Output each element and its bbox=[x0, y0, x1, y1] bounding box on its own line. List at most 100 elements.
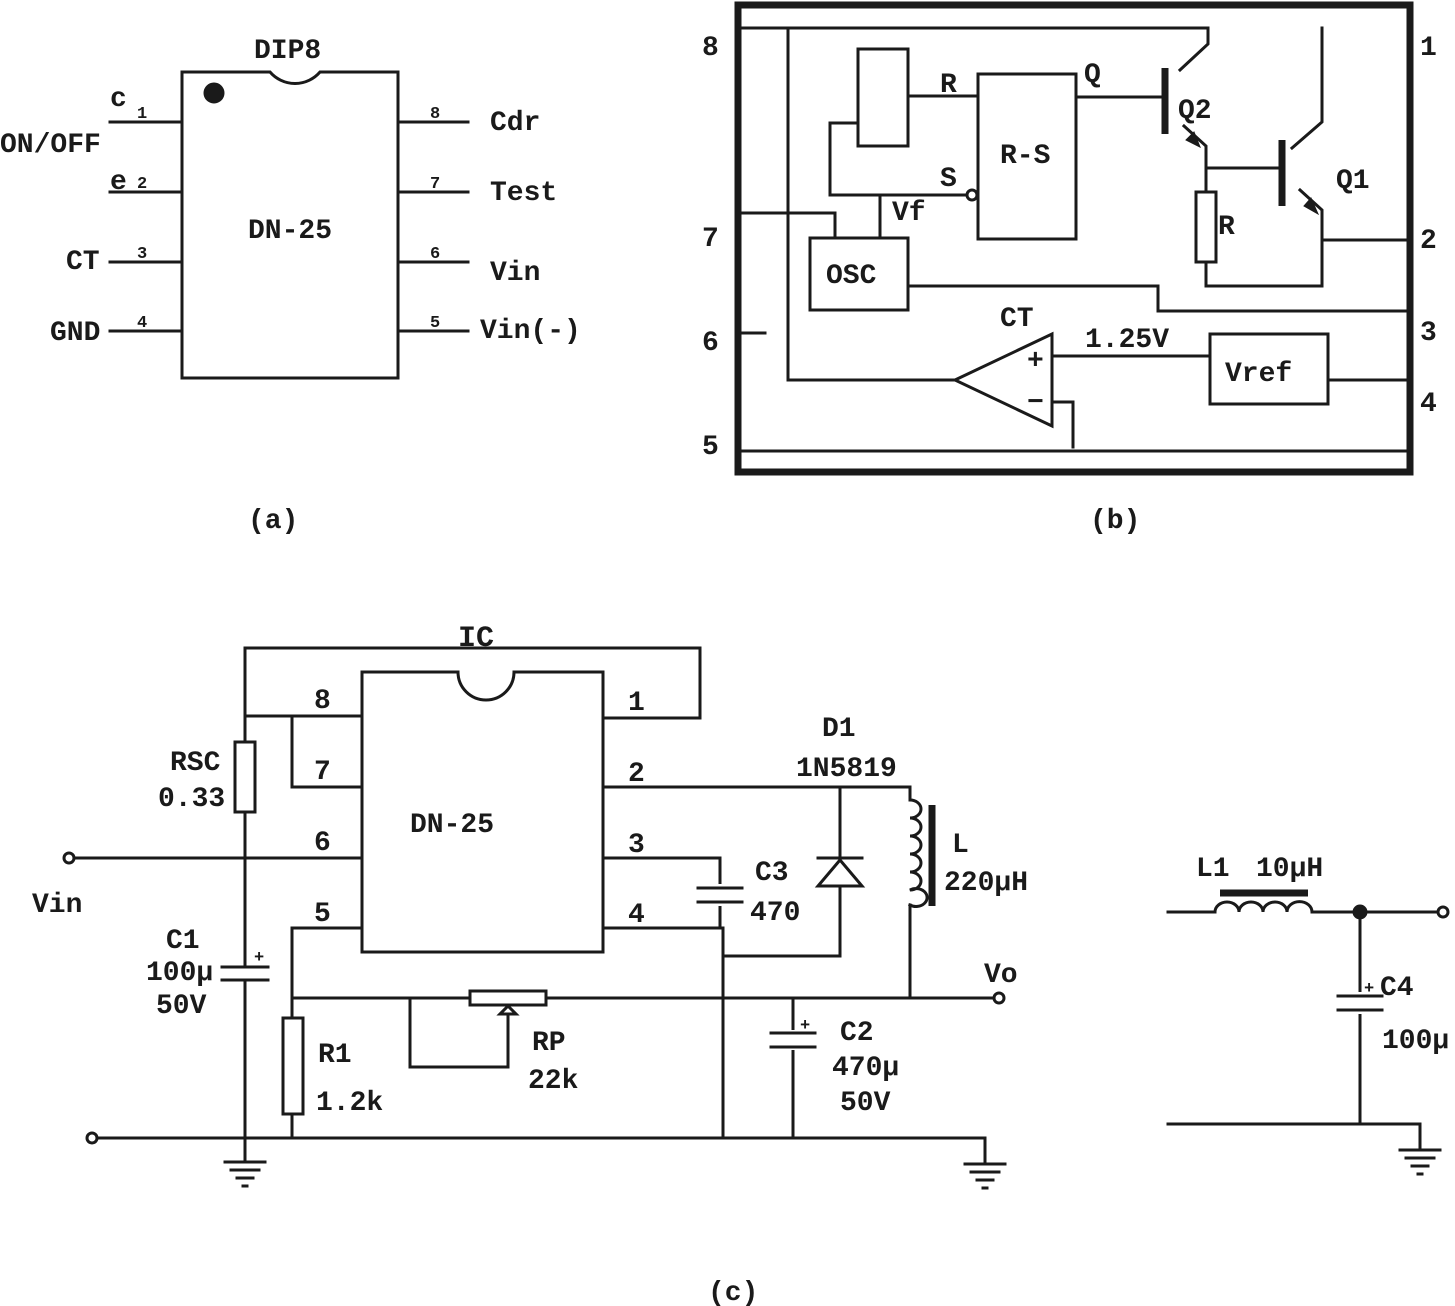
c4-plus-mark: + bbox=[1364, 980, 1374, 999]
rs-input-s-label: S bbox=[940, 164, 957, 195]
c1-voltage: 50V bbox=[156, 991, 207, 1022]
b-pin-7: 7 bbox=[702, 224, 719, 255]
pin-2-name: e bbox=[110, 167, 127, 198]
c2-plus-mark: + bbox=[800, 1017, 810, 1036]
vin-label: Vin bbox=[32, 890, 82, 921]
c-pin-5: 5 bbox=[314, 899, 331, 930]
inductor-l bbox=[907, 798, 936, 908]
ground-symbol-left bbox=[223, 1160, 267, 1188]
rs-output-q-label: Q bbox=[1084, 60, 1101, 91]
b-pin-2: 2 bbox=[1420, 226, 1437, 257]
pin-1-name: c bbox=[110, 84, 127, 115]
reference-voltage-label: 1.25V bbox=[1085, 325, 1169, 356]
vref-block bbox=[1208, 332, 1330, 406]
pin-8-number: 8 bbox=[430, 105, 440, 124]
internal-resistor bbox=[1194, 190, 1218, 264]
diode-d1 bbox=[814, 856, 866, 888]
c4-name: C4 bbox=[1380, 973, 1414, 1004]
c4-value: 100μ bbox=[1382, 1026, 1449, 1057]
l1-value: 10μH bbox=[1256, 854, 1323, 885]
rsc-value: 0.33 bbox=[158, 784, 225, 815]
rs-input-r-label: R bbox=[940, 70, 957, 101]
b-pin-3: 3 bbox=[1420, 318, 1437, 349]
capacitor-c3 bbox=[696, 884, 744, 906]
c-pin-1: 1 bbox=[628, 688, 645, 719]
c-pin-7: 7 bbox=[314, 757, 331, 788]
circuit-wiring bbox=[73, 646, 1440, 1164]
c-pin-3: 3 bbox=[628, 830, 645, 861]
b-pin-8: 8 bbox=[702, 33, 719, 64]
c-pin-4: 4 bbox=[628, 900, 645, 931]
c-pin-8: 8 bbox=[314, 686, 331, 717]
r1-resistor bbox=[281, 1016, 305, 1116]
pin-5-number: 5 bbox=[430, 314, 440, 333]
c2-value: 470μ bbox=[832, 1053, 899, 1084]
c2-voltage: 50V bbox=[840, 1088, 891, 1119]
b-pin-5: 5 bbox=[702, 432, 719, 463]
filter-output-terminal bbox=[1436, 905, 1450, 919]
ground-input-terminal bbox=[85, 1131, 99, 1145]
rp-wiper-arrow bbox=[496, 1003, 520, 1016]
pin-1-number: 1 bbox=[137, 105, 147, 124]
dip8-package-body bbox=[180, 70, 400, 380]
capacitor-c2 bbox=[769, 1030, 817, 1050]
caption-a: (a) bbox=[248, 506, 298, 537]
chip-name-a: DN-25 bbox=[248, 216, 332, 247]
pin-4-name: GND bbox=[50, 318, 100, 349]
d1-name: D1 bbox=[822, 714, 856, 745]
comparator-ct bbox=[951, 331, 1054, 429]
pin-2-number: 2 bbox=[137, 175, 147, 194]
pin1-dot-marker bbox=[203, 82, 225, 104]
pin-6-name: Vin bbox=[490, 258, 540, 289]
resistor-label: R bbox=[1218, 212, 1235, 243]
c3-name: C3 bbox=[755, 858, 789, 889]
rs-flipflop-block bbox=[976, 72, 1078, 241]
b-pin-4: 4 bbox=[1420, 389, 1437, 420]
c1-plus-mark: + bbox=[254, 949, 264, 968]
ic-label: IC bbox=[458, 622, 494, 656]
panel-b-block-diagram: 8 7 6 5 1 2 3 4 bbox=[702, 1, 1437, 537]
internal-wiring bbox=[738, 26, 1412, 453]
ground-symbol-right bbox=[963, 1162, 1007, 1190]
vo-terminal bbox=[992, 991, 1006, 1005]
vf-label: Vf bbox=[892, 198, 926, 229]
s-input-inversion-bubble bbox=[965, 188, 979, 202]
r1-name: R1 bbox=[318, 1040, 352, 1071]
caption-c: (c) bbox=[708, 1278, 758, 1306]
pin-3-name: CT bbox=[66, 247, 100, 278]
pin-6-number: 6 bbox=[430, 245, 440, 264]
c3-value: 470 bbox=[750, 898, 800, 929]
osc-block bbox=[808, 236, 910, 312]
vo-label: Vo bbox=[984, 960, 1018, 991]
inductor-l1 bbox=[1213, 889, 1314, 914]
comparator-minus-label: − bbox=[1027, 388, 1044, 419]
dn25-ic-body bbox=[360, 670, 605, 954]
l1-name: L1 bbox=[1196, 854, 1230, 885]
pin-7-name: Test bbox=[490, 178, 557, 209]
q2-label: Q2 bbox=[1178, 96, 1212, 127]
package-label: DIP8 bbox=[254, 36, 321, 67]
panel-c-application-circuit: IC DN-25 8 7 6 5 1 2 3 4 RSC 0.33 Vin + … bbox=[32, 622, 1450, 1306]
junction-dot bbox=[1352, 904, 1368, 920]
c-pin-2: 2 bbox=[628, 759, 645, 790]
on-off-label: ON/OFF bbox=[0, 130, 101, 161]
l-value: 220μH bbox=[944, 868, 1028, 899]
caption-b: (b) bbox=[1090, 506, 1140, 537]
d1-part-number: 1N5819 bbox=[796, 754, 897, 785]
c-pin-6: 6 bbox=[314, 828, 331, 859]
c2-name: C2 bbox=[840, 1018, 874, 1049]
b-pin-1: 1 bbox=[1420, 33, 1437, 64]
chip-name-c: DN-25 bbox=[410, 810, 494, 841]
capacitor-c4 bbox=[1336, 992, 1384, 1014]
pin-3-number: 3 bbox=[137, 245, 147, 264]
c1-value: 100μ bbox=[146, 958, 213, 989]
rp-value: 22k bbox=[528, 1066, 579, 1097]
pin-8-name: Cdr bbox=[490, 108, 540, 139]
q1-label: Q1 bbox=[1336, 166, 1370, 197]
comparator-label: CT bbox=[1000, 304, 1034, 335]
pin-7-number: 7 bbox=[430, 175, 440, 194]
vref-label: Vref bbox=[1225, 359, 1292, 390]
transistor-q1 bbox=[1278, 140, 1320, 216]
pin-5-name: Vin(-) bbox=[480, 316, 581, 347]
rsc-resistor bbox=[233, 740, 257, 814]
